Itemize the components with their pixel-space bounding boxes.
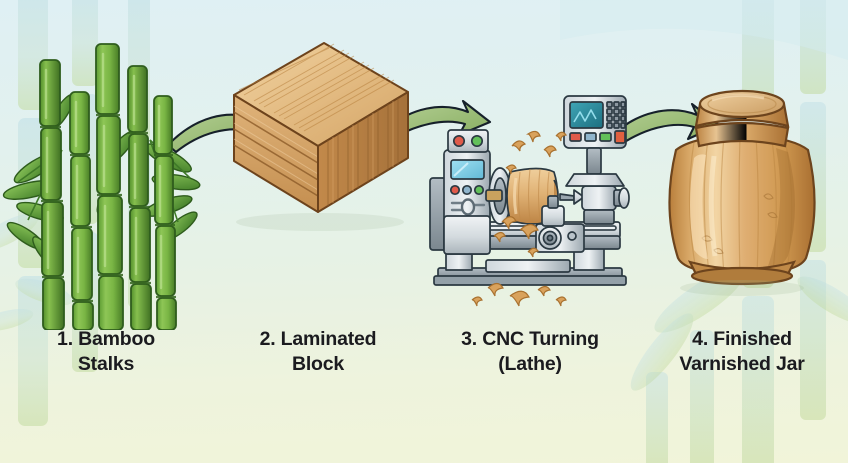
step-caption-bamboo-stalks: 1. Bamboo Stalks <box>57 328 155 375</box>
cnc-button-red <box>569 132 582 142</box>
panel-button-blue <box>461 184 473 196</box>
lathe-tailstock <box>581 185 617 211</box>
varnished-jar-illustration <box>668 89 816 296</box>
lamination-lines <box>233 111 319 197</box>
cnc-button-green <box>599 132 612 142</box>
bamboo-stalks-illustration <box>2 43 201 330</box>
cnc-keypad[interactable] <box>606 101 626 129</box>
bamboo-culms <box>39 43 177 330</box>
step-cnc-turning[interactable]: 3. CNC Turning (Lathe) <box>424 0 636 463</box>
indicator-light-red <box>452 134 466 148</box>
cnc-screen <box>569 101 604 129</box>
step-caption-laminated-block: 2. Laminated Block <box>259 328 377 375</box>
step-laminated-block[interactable]: 2. Laminated Block <box>212 0 424 463</box>
step-caption-cnc-turning: 3. CNC Turning (Lathe) <box>461 328 599 375</box>
step-finished-jar[interactable]: 4. Finished Varnished Jar <box>636 0 848 463</box>
cnc-lathe-illustration <box>429 95 630 307</box>
cnc-estop-button <box>614 130 626 144</box>
jar-gloss-highlight <box>690 154 708 259</box>
lathe-display <box>450 159 485 180</box>
jar-neck <box>694 121 790 148</box>
wood-shavings <box>471 130 568 307</box>
indicator-light-green <box>470 134 484 148</box>
panel-button-green <box>473 184 485 196</box>
step-caption-finished-jar: 4. Finished Varnished Jar <box>679 328 805 375</box>
laminated-block-illustration <box>233 42 409 231</box>
step-bamboo-stalks[interactable]: 1. Bamboo Stalks <box>0 0 212 463</box>
cnc-button-blue <box>584 132 597 142</box>
panel-button-red <box>449 184 461 196</box>
